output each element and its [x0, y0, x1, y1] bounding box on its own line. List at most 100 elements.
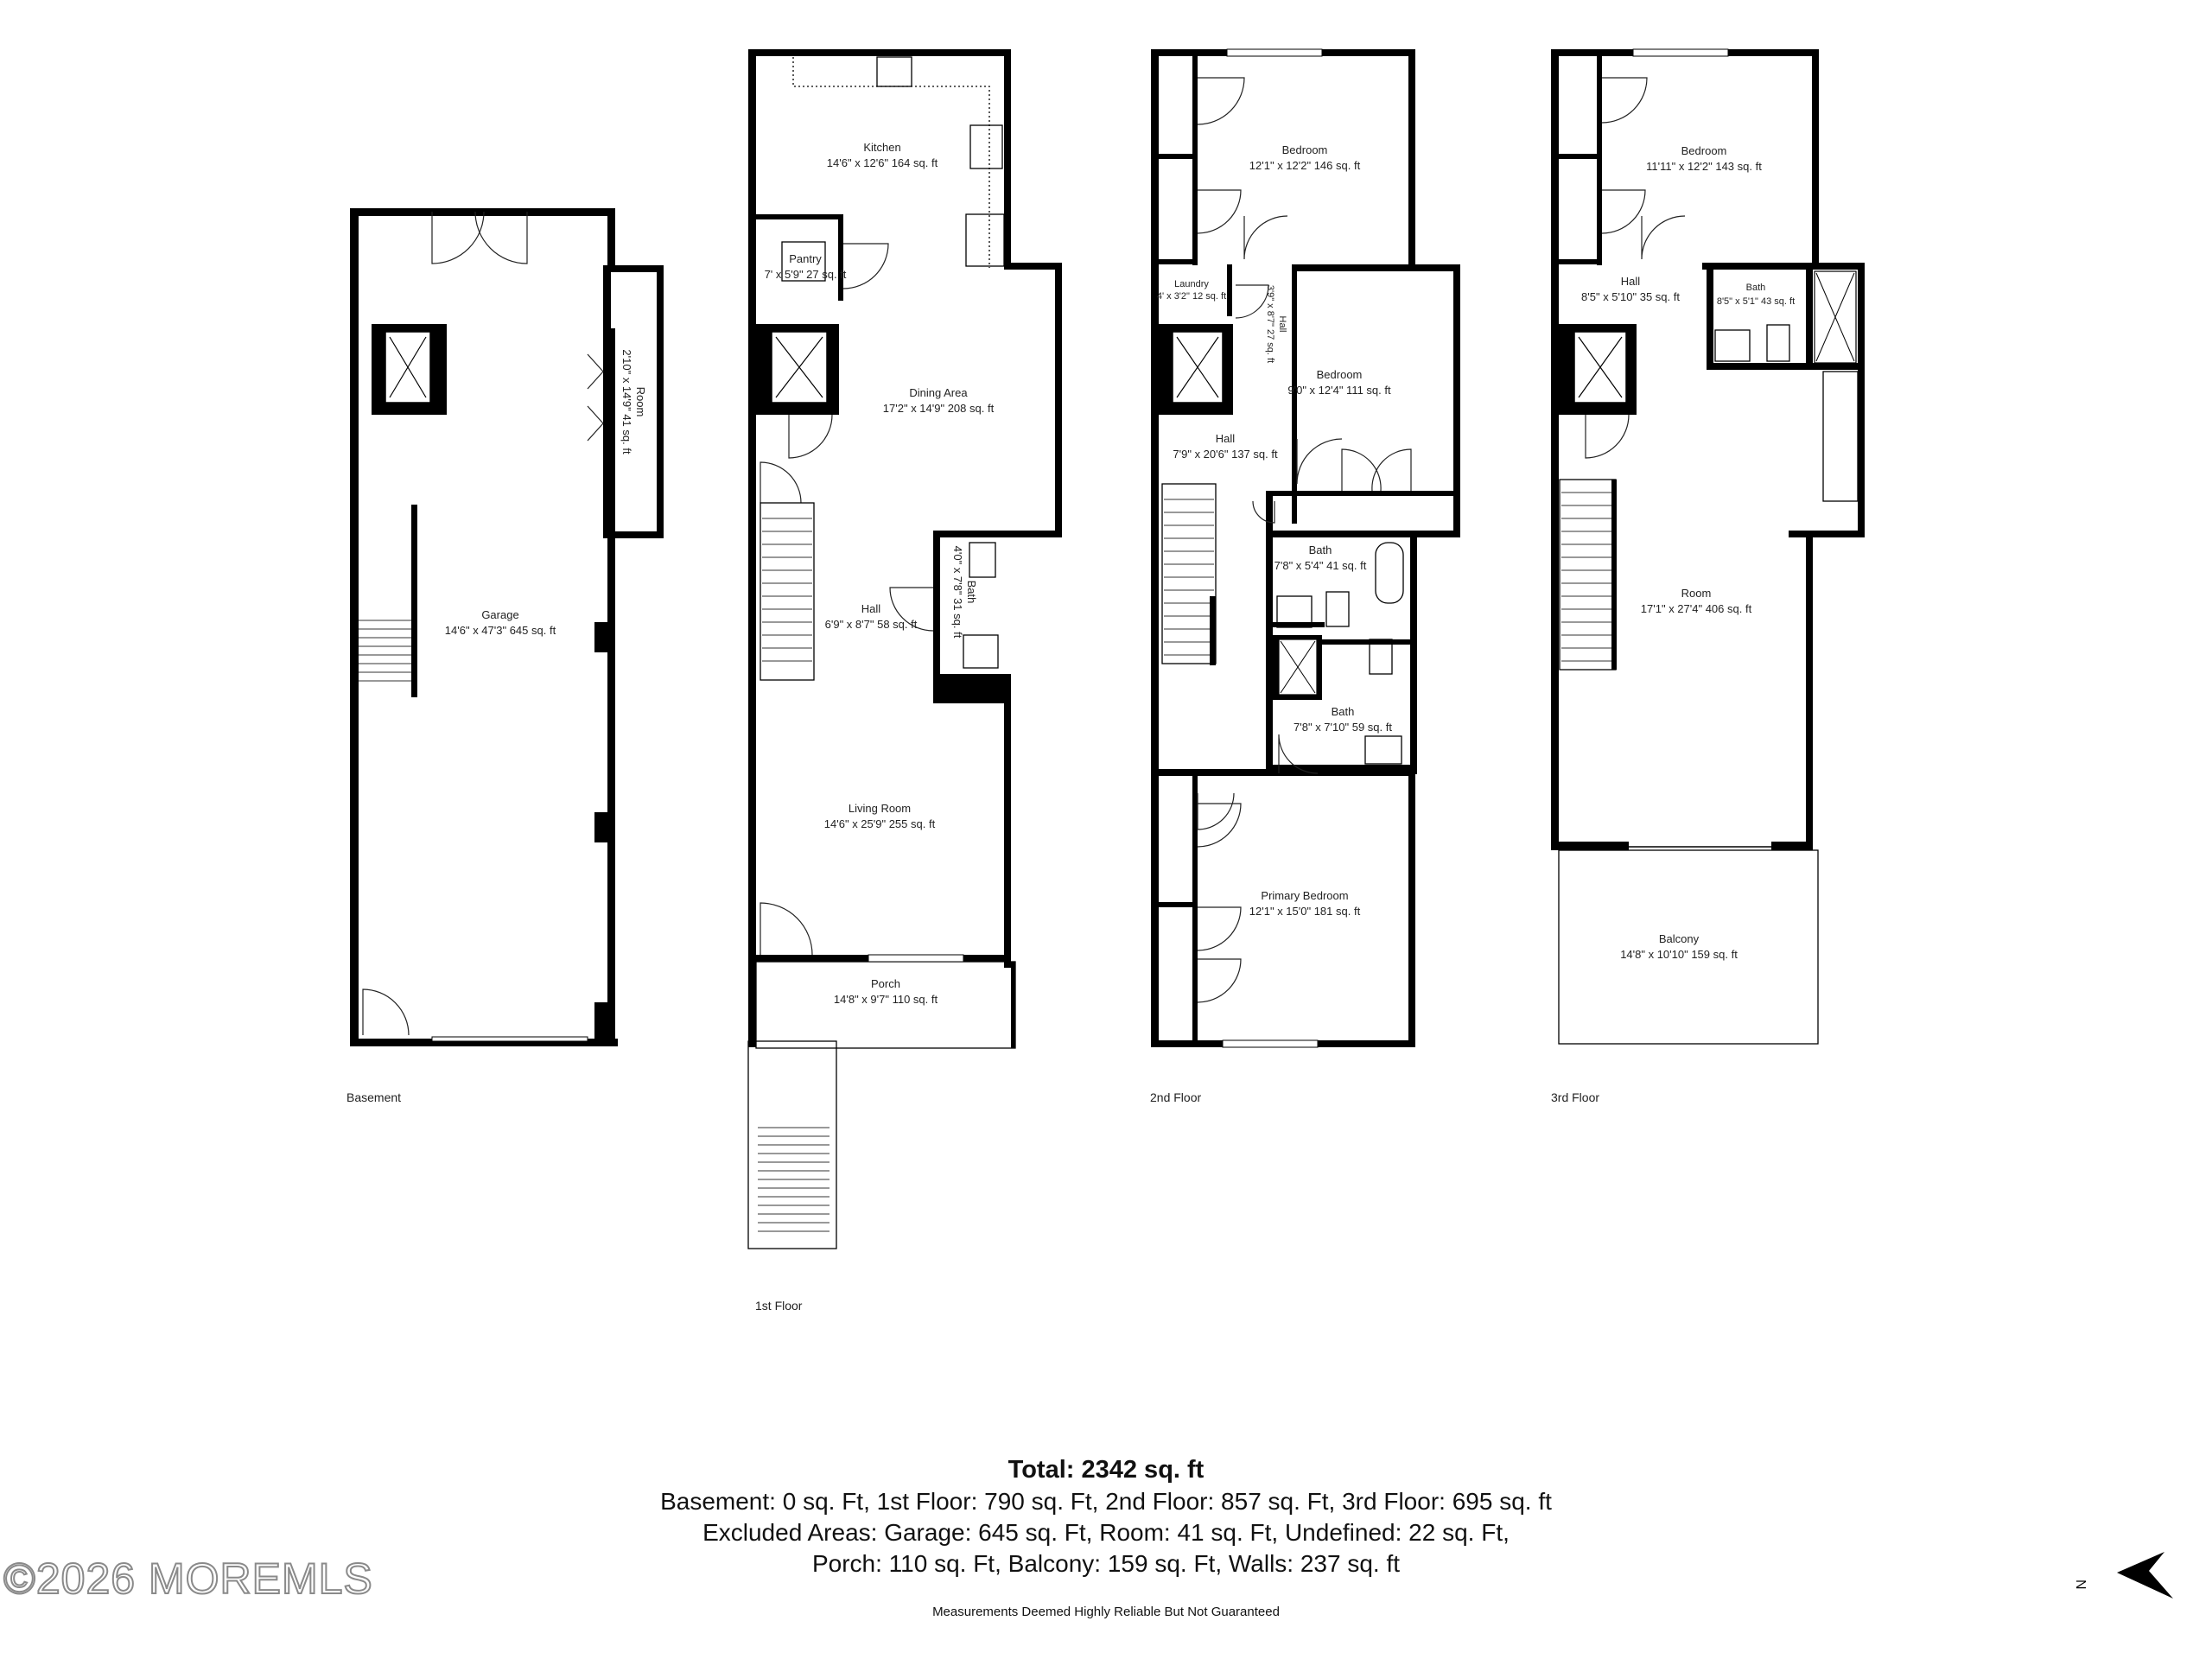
wall [1004, 674, 1011, 968]
wall [603, 531, 664, 538]
wall [1055, 263, 1062, 537]
room-dims: 17'2" x 14'9" 208 sq. ft [883, 402, 995, 415]
wall [756, 214, 842, 219]
room-dims: 11'11" x 12'2" 143 sq. ft [1646, 160, 1762, 173]
wall [1551, 49, 1559, 849]
partition-wall [1611, 480, 1617, 670]
wall [350, 1039, 618, 1046]
wall [350, 208, 615, 216]
door-icon [1197, 189, 1242, 234]
room-dims: 12'1" x 12'2" 146 sq. ft [1249, 159, 1361, 172]
wall [1192, 49, 1198, 265]
room-dims: 7' x 5'9" 27 sq. ft [765, 268, 847, 281]
door-icon [1601, 77, 1686, 260]
wall [1266, 491, 1273, 776]
door-icon [889, 587, 934, 632]
door-icon [1197, 792, 1242, 1003]
wall [594, 812, 608, 842]
wall [1004, 49, 1011, 270]
wall [933, 674, 1011, 703]
stairwell-outline [1559, 479, 1617, 671]
elevator-cross [775, 336, 823, 398]
room-dims: 14'8" x 9'7" 110 sq. ft [834, 993, 938, 1006]
room-dims: 4'0" x 7'8" 31 sq. ft [951, 546, 964, 639]
wall [1551, 842, 1629, 850]
wall [1273, 622, 1325, 627]
room-dims: 17'1" x 27'4" 406 sq. ft [1641, 602, 1752, 615]
garage-door [431, 1036, 588, 1042]
total-area: Total: 2342 sq. ft [1007, 1456, 1205, 1484]
wall [748, 49, 1011, 56]
door-icon [1585, 414, 1630, 459]
basement-plan [350, 208, 664, 1046]
stairs-icon [1164, 499, 1214, 656]
wall [1806, 263, 1813, 370]
wall [1273, 639, 1417, 645]
stairwell-outline [1161, 483, 1217, 664]
elevator-cross [389, 336, 427, 398]
window [1632, 48, 1729, 57]
room-dims: 14'8" x 10'10" 159 sq. ft [1620, 948, 1738, 961]
wall [1273, 765, 1417, 770]
room-name: Bedroom [1681, 144, 1727, 157]
room-name: Room [634, 387, 647, 417]
room-dims: 14'6" x 47'3" 645 sq. ft [445, 624, 556, 637]
wall [594, 622, 608, 652]
wall [1597, 49, 1602, 265]
wall [1270, 531, 1460, 537]
shower-cross [1280, 640, 1316, 694]
room-name: Pantry [789, 252, 822, 265]
wall [594, 1002, 608, 1041]
wall [1707, 363, 1865, 370]
room-dims: 14'6" x 12'6" 164 sq. ft [827, 156, 938, 169]
porch-stair-outline [747, 1040, 837, 1249]
door-icon [1296, 438, 1412, 492]
room-name: Bath [965, 581, 978, 604]
wall [1806, 531, 1813, 850]
window [1226, 48, 1323, 57]
bathtub-icon [1375, 542, 1404, 604]
wall [607, 328, 615, 1046]
toilet-icon [1766, 324, 1790, 362]
wall [933, 531, 1062, 537]
wall [1453, 264, 1460, 537]
room-dims: 7'8" x 5'4" 41 sq. ft [1274, 559, 1367, 572]
wall [1151, 769, 1415, 776]
wall [1559, 259, 1599, 264]
wall [1408, 769, 1415, 1047]
excluded-areas-line-2: Porch: 110 sq. Ft, Balcony: 159 sq. Ft, … [811, 1550, 1401, 1577]
room-name: Room [1681, 587, 1712, 600]
wall [1292, 264, 1297, 524]
wall [1707, 263, 1713, 370]
room-dims: 8'5" x 5'10" 35 sq. ft [1581, 290, 1680, 303]
elevator-cross [1176, 336, 1219, 398]
wall [657, 265, 664, 538]
door-icon [1243, 215, 1288, 260]
wall [1408, 49, 1415, 271]
first-floor-plan [747, 49, 1062, 1249]
door-icon [760, 461, 802, 504]
fridge-icon [965, 213, 1005, 267]
excluded-areas-line-1: Excluded Areas: Garage: 645 sq. Ft, Room… [702, 1519, 1510, 1546]
stairs-icon [758, 1127, 830, 1232]
wall [1559, 154, 1599, 159]
door-icon [1252, 500, 1275, 524]
partition-wall [1210, 596, 1216, 665]
room-dims: 4' x 3'2" 12 sq. ft [1157, 291, 1226, 302]
door-icon [788, 414, 833, 459]
floor-label: 3rd Floor [1551, 1090, 1599, 1104]
partition-wall [411, 505, 417, 697]
wall [1858, 263, 1865, 537]
room-name: Dining Area [909, 386, 968, 399]
sink-icon [1364, 735, 1402, 765]
toilet-icon [1369, 639, 1393, 675]
wall [838, 214, 843, 301]
wall [603, 265, 664, 272]
stairs-icon [1561, 492, 1614, 662]
room-name: Bedroom [1282, 143, 1328, 156]
wall [1159, 902, 1198, 907]
sink-icon [1276, 595, 1313, 628]
room-dims: 8'5" x 5'1" 43 sq. ft [1717, 296, 1795, 307]
room-name: Hall [861, 602, 881, 615]
room-name: Balcony [1659, 932, 1700, 945]
